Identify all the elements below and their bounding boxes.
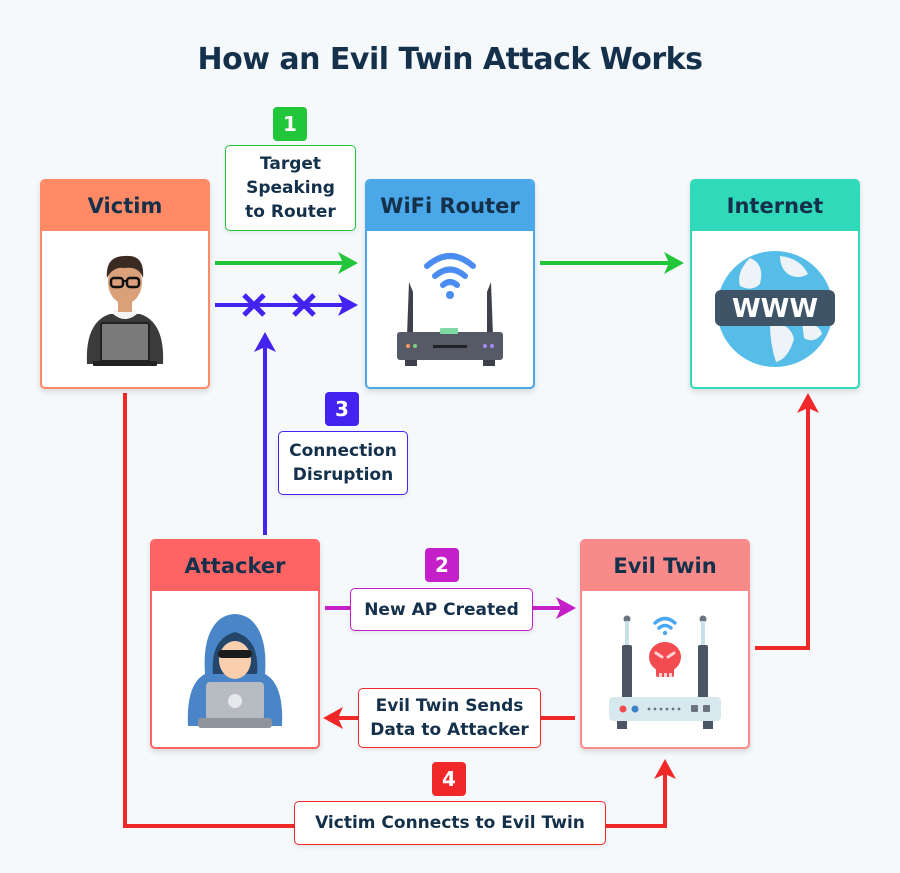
step-4-label-line: Victim Connects to Evil Twin [315, 813, 585, 833]
evil-twin-sends-label-line: Evil Twin Sends [375, 696, 524, 716]
step-3-label-line: Disruption [292, 465, 394, 485]
arrow-evil-twin-to-internet [755, 393, 819, 650]
arrow-victim-to-router [215, 252, 358, 274]
page-title: How an Evil Twin Attack Works [197, 42, 703, 77]
globe-www-icon: WWW [715, 251, 835, 367]
step-2-badge: 2 [425, 548, 459, 582]
internet-node-title: Internet [692, 181, 858, 231]
cross-mark-icon [242, 293, 266, 317]
hooded-hacker-icon [187, 614, 283, 728]
attacker-node-title: Attacker [152, 541, 318, 591]
step-1-label: Target Speaking to Router [225, 145, 356, 231]
step-1-label-line: to Router [245, 202, 336, 222]
wifi-router-node-title: WiFi Router [367, 181, 533, 231]
step-2-label-line: New AP Created [364, 599, 519, 620]
arrow-blocked-connection [215, 294, 358, 316]
skull-router-icon [609, 615, 721, 729]
step-3-badge: 3 [325, 392, 359, 426]
cross-mark-icon [292, 293, 316, 317]
person-laptop-icon [86, 255, 164, 366]
internet-node: Internet WWW [690, 179, 860, 389]
step-1-label-line: Target [259, 154, 322, 174]
step-1-label-line: Speaking [246, 178, 335, 198]
step-1-badge: 1 [273, 107, 307, 141]
evil-twin-sends-label: Evil Twin Sends Data to Attacker [358, 688, 541, 748]
wifi-router-icon [397, 253, 503, 366]
step-3-label: Connection Disruption [278, 431, 408, 495]
step-4-badge: 4 [432, 762, 466, 796]
arrow-attacker-disruption [254, 332, 276, 535]
wifi-router-node: WiFi Router [365, 179, 535, 389]
victim-node: Victim [40, 179, 210, 389]
evil-twin-node-title: Evil Twin [582, 541, 748, 591]
victim-node-title: Victim [42, 181, 208, 231]
step-4-label: Victim Connects to Evil Twin [294, 801, 606, 845]
attacker-node: Attacker [150, 539, 320, 749]
step-2-label: New AP Created [350, 588, 533, 631]
step-3-label-line: Connection [289, 441, 397, 461]
www-text: WWW [732, 294, 818, 324]
evil-twin-sends-label-line: Data to Attacker [370, 720, 529, 740]
arrow-router-to-internet [540, 252, 684, 274]
evil-twin-node: Evil Twin [580, 539, 750, 749]
